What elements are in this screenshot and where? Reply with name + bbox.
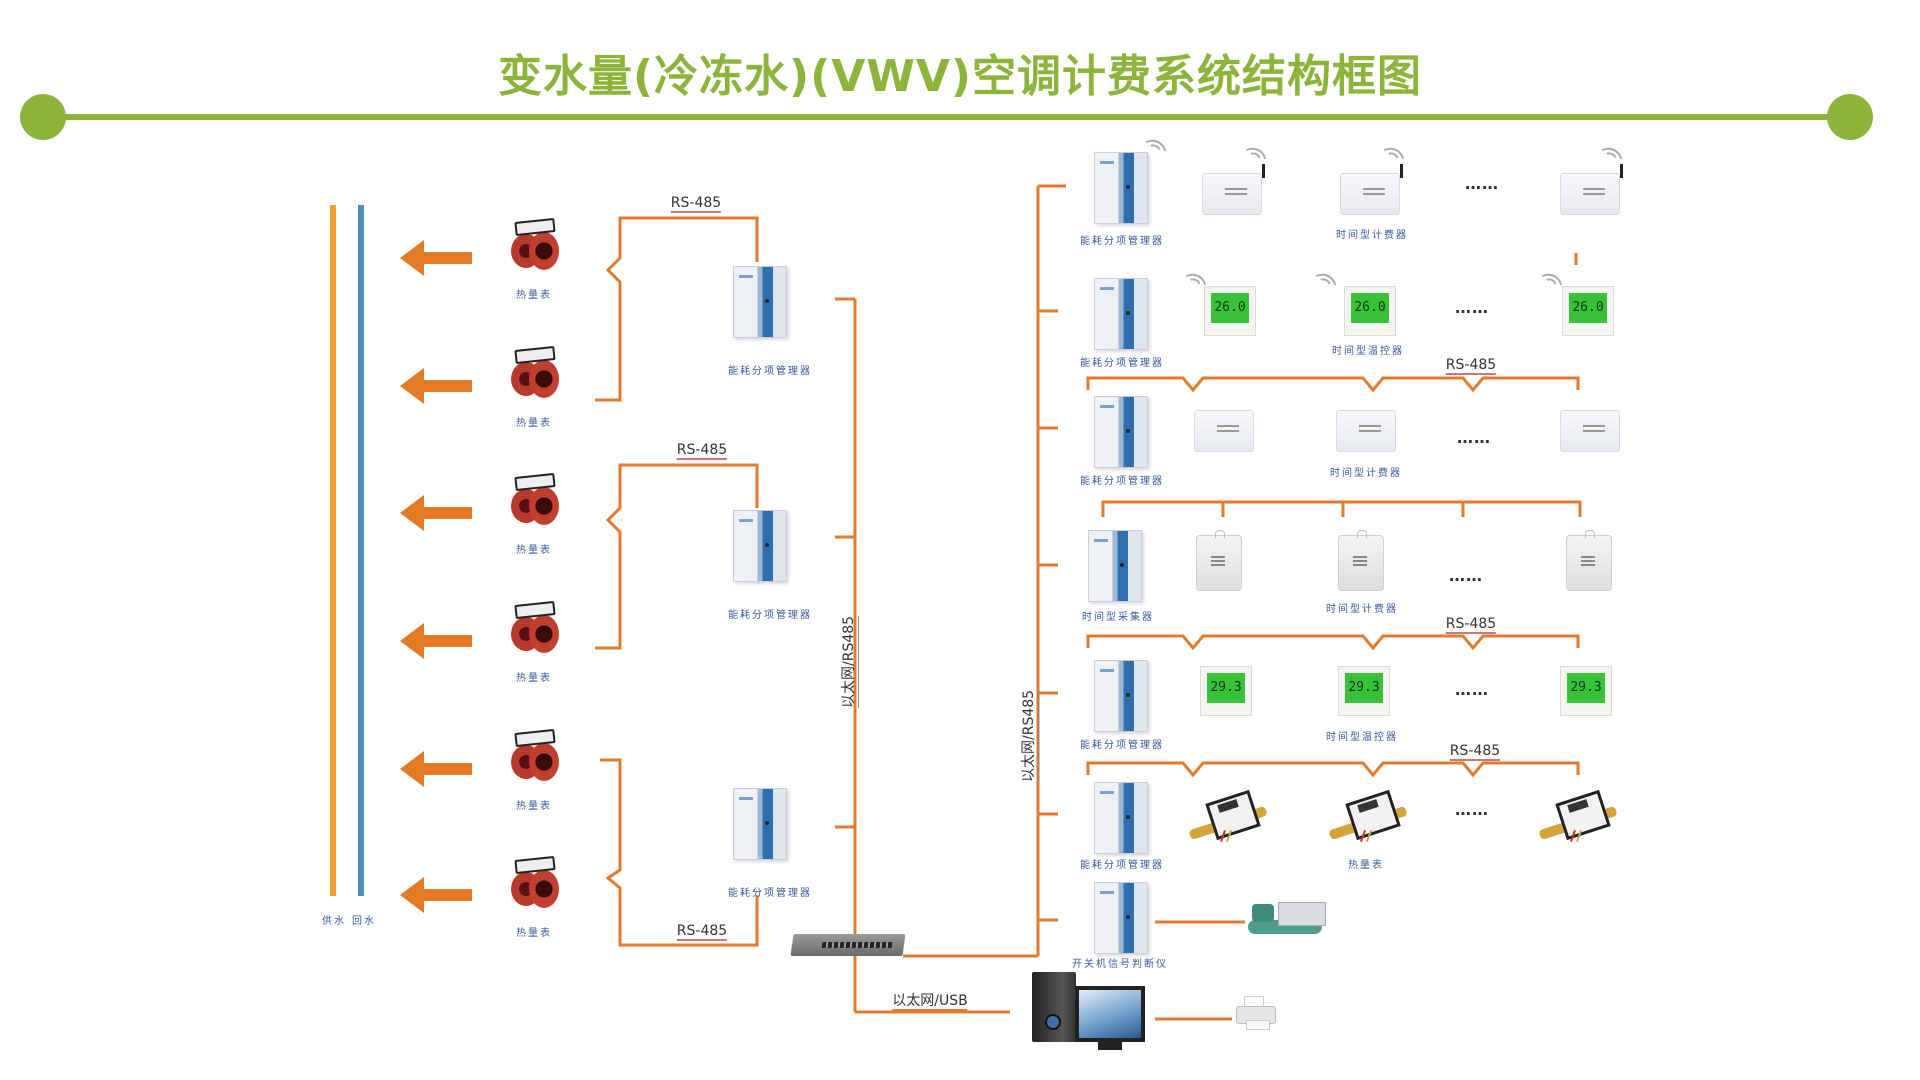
heat-meter-label: 热量表 — [516, 928, 552, 939]
ethernet-usb-label: 以太网/USB — [892, 993, 968, 1011]
small-heat-meter-icon[interactable] — [1328, 789, 1408, 842]
rs485-label: RS-485 — [676, 923, 728, 941]
energy-manager-label: 能耗分项管理器 — [728, 366, 812, 377]
computer-tower-icon[interactable] — [1032, 972, 1076, 1042]
controller-label: 时间型采集器 — [1082, 612, 1154, 623]
return-pipe-label: 回水 — [352, 916, 376, 927]
wireless-meter-icon[interactable] — [1340, 164, 1403, 215]
device-label: 时间型计费器 — [1330, 468, 1402, 479]
ellipsis: …… — [1465, 174, 1499, 193]
device-label: 时间型温控器 — [1332, 346, 1404, 357]
time-collector-cabinet[interactable] — [1088, 530, 1142, 602]
supply-pipe-label: 供水 — [322, 916, 346, 927]
meter-icon[interactable] — [1194, 410, 1254, 452]
box-meter-icon[interactable] — [1338, 530, 1384, 591]
small-heat-meter-icon[interactable] — [1538, 789, 1618, 842]
energy-manager-cabinet[interactable] — [1094, 278, 1148, 350]
header-right-dot — [1827, 94, 1873, 140]
rs485-label: RS-485 — [1445, 357, 1497, 375]
meter-icon[interactable] — [1560, 410, 1620, 452]
header-divider — [43, 114, 1850, 120]
rs485-label: RS-485 — [676, 442, 728, 460]
controller-label: 能耗分项管理器 — [1080, 236, 1164, 247]
arrow-icon — [400, 751, 472, 787]
ellipsis: …… — [1455, 298, 1489, 317]
heat-meter-icon[interactable] — [507, 728, 561, 787]
meter-icon[interactable] — [1336, 410, 1396, 452]
wireless-meter-icon[interactable] — [1202, 164, 1265, 215]
rs485-bracket-1 — [595, 216, 759, 402]
rs485-bracket-2 — [595, 463, 759, 650]
wireless-thermostat-icon[interactable]: 26.0 — [1204, 286, 1256, 336]
wireless-meter-icon[interactable] — [1560, 164, 1623, 215]
heat-meter-icon[interactable] — [507, 855, 561, 914]
wireless-thermostat-icon[interactable]: 26.0 — [1562, 286, 1614, 336]
energy-manager-cabinet[interactable] — [1094, 152, 1148, 224]
heat-meter-label: 热量表 — [516, 801, 552, 812]
device-label: 时间型计费器 — [1326, 604, 1398, 615]
heat-meter-icon[interactable] — [507, 217, 561, 276]
thermostat-icon[interactable]: 29.3 — [1338, 666, 1390, 716]
rs485-bracket-3 — [600, 758, 759, 947]
printer-icon[interactable] — [1236, 996, 1276, 1030]
small-heat-meter-icon[interactable] — [1188, 789, 1268, 842]
thermostat-icon[interactable]: 29.3 — [1200, 666, 1252, 716]
heat-meter-icon[interactable] — [507, 600, 561, 659]
rs485-bus-row5 — [1086, 634, 1580, 651]
device-label: 时间型计费器 — [1336, 230, 1408, 241]
heat-meter-label: 热量表 — [516, 290, 552, 301]
controller-label: 能耗分项管理器 — [1080, 860, 1164, 871]
ellipsis: …… — [1449, 566, 1483, 585]
controller-label: 开关机信号判断仪 — [1072, 959, 1168, 970]
energy-manager-cabinet[interactable] — [733, 266, 787, 338]
rs485-label: RS-485 — [670, 195, 722, 213]
controller-label: 能耗分项管理器 — [1080, 740, 1164, 751]
box-meter-icon[interactable] — [1196, 530, 1242, 591]
rs485-bus-row6 — [1086, 761, 1580, 778]
diagram-title: 变水量(冷冻水)(VWV)空调计费系统结构框图 — [497, 51, 1423, 102]
heat-meter-label: 热量表 — [516, 545, 552, 556]
energy-manager-label: 能耗分项管理器 — [728, 610, 812, 621]
switch-signal-detector-cabinet[interactable] — [1094, 882, 1148, 954]
chiller-icon[interactable] — [1248, 900, 1328, 944]
energy-manager-label: 能耗分项管理器 — [728, 888, 812, 899]
box-meter-icon[interactable] — [1566, 530, 1612, 591]
ellipsis: …… — [1455, 680, 1489, 699]
right-trunk-label: 以太网/RS485 — [1018, 689, 1039, 782]
energy-manager-cabinet[interactable] — [1094, 660, 1148, 732]
monitor-stand — [1098, 1042, 1122, 1050]
rs485-label: RS-485 — [1445, 616, 1497, 634]
device-label: 时间型温控器 — [1326, 732, 1398, 743]
energy-manager-cabinet[interactable] — [1094, 396, 1148, 468]
energy-manager-cabinet[interactable] — [1094, 782, 1148, 854]
ellipsis: …… — [1455, 800, 1489, 819]
monitor-icon[interactable] — [1075, 986, 1145, 1042]
arrow-icon — [400, 623, 472, 659]
bus-row4 — [1101, 500, 1582, 517]
heat-meter-label: 热量表 — [516, 673, 552, 684]
network-switch-icon[interactable] — [790, 934, 906, 956]
heat-meter-label: 热量表 — [516, 418, 552, 429]
flow-arrows — [400, 240, 472, 913]
rs485-label: RS-485 — [1449, 743, 1501, 761]
rs485-bus-row3 — [1086, 376, 1580, 393]
energy-manager-cabinet[interactable] — [733, 510, 787, 582]
device-label: 热量表 — [1348, 860, 1384, 871]
arrow-icon — [400, 495, 472, 531]
arrow-icon — [400, 877, 472, 913]
wireless-thermostat-icon[interactable]: 26.0 — [1344, 286, 1396, 336]
heat-meter-icon[interactable] — [507, 472, 561, 531]
thermostat-icon[interactable]: 29.3 — [1560, 666, 1612, 716]
left-trunk-label: 以太网/RS485 — [838, 615, 859, 708]
heat-meter-icon[interactable] — [507, 345, 561, 404]
controller-label: 能耗分项管理器 — [1080, 358, 1164, 369]
arrow-icon — [400, 368, 472, 404]
ellipsis: …… — [1457, 428, 1491, 447]
energy-manager-cabinet[interactable] — [733, 788, 787, 860]
controller-label: 能耗分项管理器 — [1080, 476, 1164, 487]
arrow-icon — [400, 240, 472, 276]
